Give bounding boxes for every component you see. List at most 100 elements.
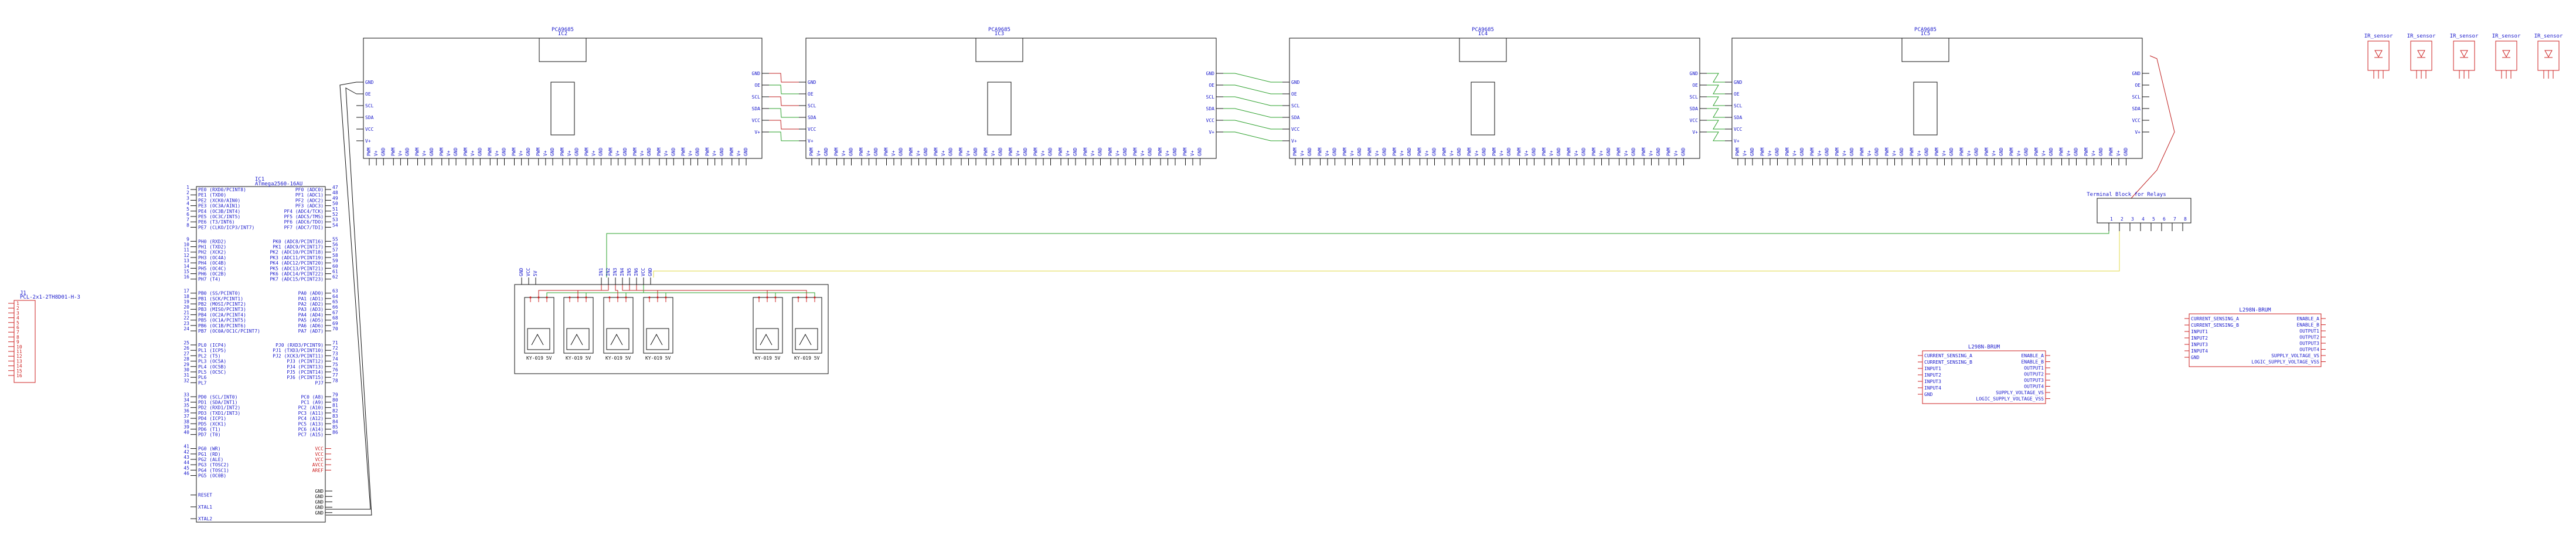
mcu-pin-num: 24: [183, 326, 189, 331]
pca9685-pin-label: GND: [1690, 71, 1699, 76]
i2c-chain-wire: [769, 96, 799, 106]
ir-sensor-diode: [2417, 50, 2425, 58]
servo-header-label: V+: [1624, 150, 1629, 156]
servo-header-label: PWM: [2034, 147, 2039, 156]
mcu-pin-num: 68: [332, 316, 338, 321]
relay-ky019: KY-019 5V: [643, 296, 673, 361]
pca9685-chip: [975, 38, 1023, 62]
mcu-pin-label: PH4 (OC4B): [198, 260, 226, 266]
servo-header-label: GND: [477, 147, 482, 156]
servo-header-label: V+: [1817, 150, 1822, 156]
servo-header-label: V+: [519, 150, 524, 156]
pca9685-pin-label: OE: [2135, 83, 2141, 88]
relay-pin-dot: [529, 296, 532, 299]
pca9685-pin-label: OE: [808, 92, 814, 97]
mcu-pin-label: PA6 (AD6): [298, 323, 324, 329]
servo-header-label: PWM: [656, 147, 662, 156]
mcu-pin-num: 51: [332, 207, 338, 212]
mcu-pin-label: PK6 (ADC14/PCINT22): [270, 272, 324, 277]
pca9685-pin-label: VCC: [808, 127, 816, 132]
relay-signal-wire: [538, 285, 602, 297]
relay-pin-dot: [617, 296, 619, 299]
i2c-chain-wire: [769, 120, 799, 130]
servo-header-label: GND: [948, 147, 954, 156]
terminal-return-wire: [606, 225, 2109, 277]
mcu-pin-label: PD6 (T1): [198, 426, 221, 432]
pca9685-ref: PCA9685: [1472, 27, 1494, 33]
servo-header-label: V+: [1842, 150, 1847, 156]
mcu-pin-label: PA4 (AD4): [298, 312, 324, 317]
servo-header-label: V+: [2116, 150, 2121, 156]
relay-input-label: GND: [519, 268, 524, 276]
servo-header-label: V+: [1350, 150, 1355, 156]
mcu-pin-label: PH0 (RXD2): [198, 239, 226, 244]
servo-header-label: GND: [1681, 147, 1686, 156]
ir-sensor-diode: [2460, 50, 2468, 58]
i2c-chain-wire: [769, 131, 799, 141]
mcu-pin-label: PH1 (TXD2): [198, 245, 226, 250]
pca9685-pin-label: V+: [1209, 130, 1214, 135]
l298n-pin-label: INPUT2: [2191, 336, 2208, 341]
servo-header-label: GND: [1656, 147, 1661, 156]
servo-header-label: PWM: [608, 147, 614, 156]
pca9685-pin-label: SCL: [1206, 94, 1215, 100]
servo-header-label: PWM: [1641, 147, 1646, 156]
mcu-pin-label: PA1 (AD1): [298, 296, 324, 302]
servo-header-label: PWM: [958, 147, 964, 156]
pca9685-pin-label: V+: [1291, 138, 1297, 144]
terminal-pin-label: 4: [2142, 216, 2145, 222]
relay-coil: [756, 328, 779, 350]
mcu-pin-num: 10: [183, 242, 189, 248]
relay-input-label: VCC: [526, 268, 531, 276]
relay-coil: [795, 328, 818, 350]
mcu-pin-label: PC3 (A11): [298, 411, 324, 416]
mcu-pin-label: PB7 (OC0A/OC1C/PCINT7): [198, 329, 260, 334]
mcu-pin-num: 75: [332, 362, 338, 367]
servo-header-label: GND: [1172, 147, 1178, 156]
mcu-pin-label: PE0 (RXD0/PCINT8): [198, 187, 246, 192]
ir-sensor-body: [2495, 40, 2517, 71]
relay-coil: [566, 328, 590, 350]
mcu-pin-num: 76: [332, 367, 338, 373]
servo-header-label: GND: [380, 147, 386, 156]
relay-label: KY-019 5V: [755, 356, 781, 361]
mcu-pin-num: 62: [332, 275, 338, 280]
servo-header-label: V+: [1867, 150, 1872, 156]
servo-header-label: GND: [1307, 147, 1312, 156]
pca9685-name: IC4: [1478, 31, 1488, 37]
mcu-pin-label: PJ4 (PCINT13): [287, 364, 324, 370]
terminal-return-wire: [653, 225, 2120, 277]
mcu-pin-num: 18: [183, 294, 189, 299]
mcu-pin-label: PC5 (A13): [298, 421, 324, 426]
l298n-pin-label: LOGIC_SUPPLY_VOLTAGE_VSS: [1976, 397, 2044, 402]
servo-header-label: V+: [1165, 150, 1170, 156]
pca9685-pin-label: SCL: [808, 103, 816, 109]
mcu-pin-label: PD5 (XCK1): [198, 421, 226, 426]
mcu-pin-num: 60: [332, 263, 338, 269]
servo-header-label: GND: [743, 147, 748, 156]
relay-signal-wire: [622, 285, 658, 297]
servo-header-label: PWM: [1910, 147, 1915, 156]
l298n-pin-label: OUTPUT3: [2024, 378, 2044, 383]
pca9685-pin-label: VCC: [1734, 127, 1743, 132]
servo-header-label: PWM: [1133, 147, 1138, 156]
servo-header-label: GND: [574, 147, 579, 156]
servo-header-label: V+: [1325, 150, 1330, 156]
servo-header-label: GND: [1197, 147, 1203, 156]
relay-coil: [527, 328, 550, 350]
servo-header-label: V+: [1066, 150, 1071, 156]
mcu-pin-num: 43: [183, 455, 189, 460]
servo-header-label: GND: [1849, 147, 1854, 156]
l298n-pin-label: ENABLE_B: [2296, 323, 2319, 328]
mcu-pin-label: XTAL1: [198, 505, 212, 510]
mcu-pin-label: PB2 (MOSI/PCINT2): [198, 302, 246, 307]
servo-header-label: PWM: [1735, 147, 1740, 156]
servo-header-label: V+: [2066, 150, 2071, 156]
servo-header-label: V+: [1942, 150, 1947, 156]
mcu-pin-num: 15: [183, 269, 189, 275]
servo-header-label: PWM: [560, 147, 565, 156]
mcu-pin-label: PB3 (MISO/PCINT3): [198, 307, 246, 312]
servo-header-label: V+: [1743, 150, 1748, 156]
mcu-pin-num: 26: [183, 346, 189, 351]
